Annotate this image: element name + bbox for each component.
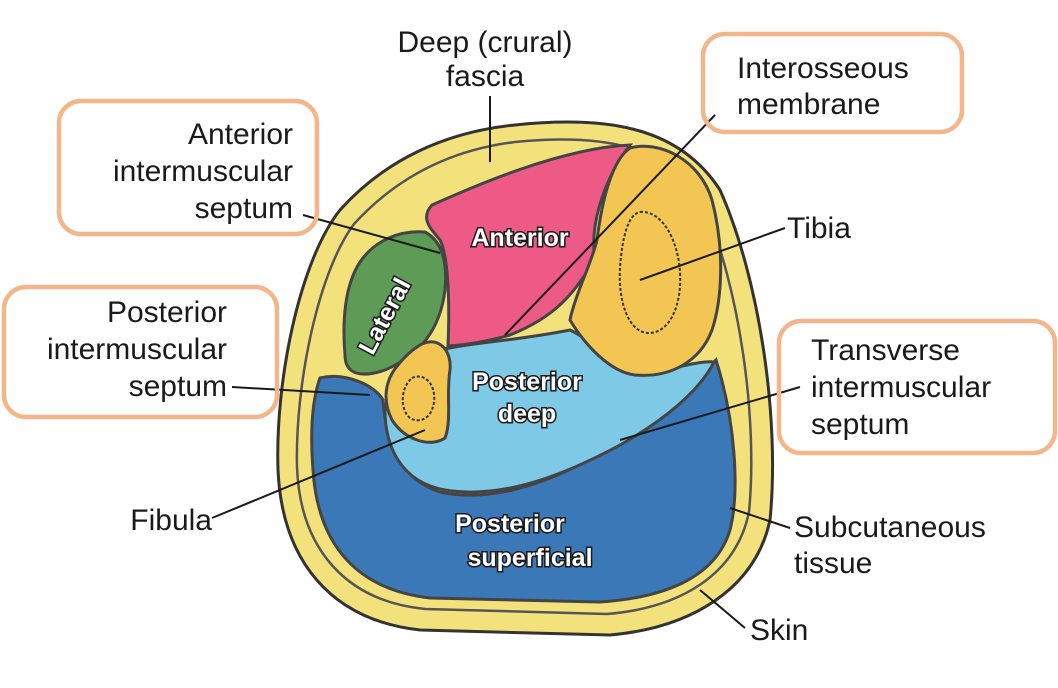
posterior-superficial-label-line1: Posterior [455, 510, 565, 538]
posterior-septum-label-line2: intermuscular [47, 333, 227, 366]
lateral-compartment [342, 230, 448, 376]
subcutaneous-label-line2: tissue [794, 547, 872, 580]
skin-label: Skin [750, 614, 808, 647]
posterior-superficial-label-line2: superficial [467, 544, 592, 572]
anterior-septum-highlight-box [56, 98, 320, 237]
fibula-leader [211, 429, 426, 519]
deep-fascia-label-line2: fascia [446, 60, 525, 93]
transverse-septum-highlight-box [776, 318, 1058, 456]
fibula-marrow [401, 375, 436, 422]
posterior-septum-leader [231, 386, 371, 396]
posterior-septum-label-line1: Posterior [107, 296, 227, 329]
skin-leader [699, 589, 746, 629]
anterior-septum-label-line2: intermuscular [113, 155, 293, 188]
transverse-septum-leader [619, 386, 801, 441]
posterior-deep-label-line1: Posterior [472, 368, 582, 396]
anterior-compartment-label: Anterior [471, 224, 569, 252]
anterior-septum-label-line1: Anterior [188, 118, 293, 151]
subcutaneous-leader [729, 507, 791, 529]
transverse-septum-label-line3: septum [811, 408, 909, 441]
interosseous-leader [504, 114, 716, 336]
fibula-label: Fibula [130, 504, 212, 537]
posterior-septum-label-line3: septum [129, 370, 227, 403]
tibia-marrow [618, 210, 682, 335]
anterior-septum-label-line3: septum [195, 192, 293, 225]
transverse-septum-label-line2: intermuscular [811, 371, 991, 404]
anterior-septum-leader [302, 214, 441, 254]
posterior-deep-label-line2: deep [498, 400, 556, 428]
interosseous-label-line2: membrane [737, 88, 880, 121]
anterior-compartment [425, 143, 634, 348]
subcutaneous-label-line1: Subcutaneous [794, 511, 986, 544]
tibia-leader [639, 227, 786, 281]
interosseous-label-line1: Interosseous [737, 52, 909, 85]
interosseous-highlight-box [700, 31, 965, 135]
deep-fascia-label-line1: Deep (crural) [397, 26, 572, 59]
posterior-septum-highlight-box [1, 284, 280, 420]
tibia-label: Tibia [787, 212, 851, 245]
transverse-septum-label-line1: Transverse [811, 334, 960, 367]
